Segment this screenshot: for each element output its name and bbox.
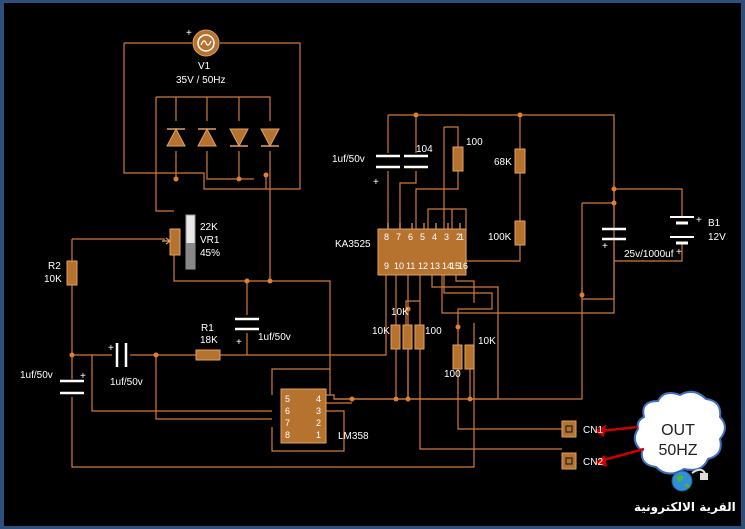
capacitor-mid [235,317,259,331]
ka3525-name-label: KA3525 [335,239,371,250]
capacitor-104 [404,154,428,169]
c-mid-plus: + [236,337,242,348]
b1-plus-bottom: + [676,247,682,258]
lm358-pin-1: 1 [316,430,322,440]
resistor-10k-b [402,324,413,350]
b1-plus-top: + [696,215,702,226]
connector-cn2 [561,452,577,470]
ka3525-pin-13: 13 [430,261,441,271]
wires [71,42,683,468]
r-10k-a-label: 10K [391,307,409,318]
lm358-pin-6: 6 [285,406,291,416]
junction-dots [69,112,617,402]
resistor-10k-c [464,344,475,370]
r1-name-label: R1 [201,323,214,334]
r1-value-label: 18K [200,335,218,346]
v1-plus-sign: + [186,28,192,39]
plug-icon [691,468,708,480]
lm358-pin-7: 7 [285,418,291,428]
c-big-label: 25v/1000uf [624,249,674,260]
ka3525-pin-4: 4 [432,232,438,242]
ka3525-pin-3: 3 [444,232,450,242]
vr1-resistance-label: 22K [200,222,218,233]
diode-icon [166,127,280,148]
callout-line1: OUT [661,422,695,439]
cn2-label: CN2 [583,457,604,468]
c-series-plus: + [108,343,114,354]
resistor-r1 [195,349,221,361]
ka3525-pin-11: 11 [406,261,416,271]
schematic-canvas: + V1 35V / 50Hz 22K VR1 45% R2 10K R1 18… [4,3,741,526]
c-104-label: 104 [416,144,433,155]
vr1-percent-label: 45% [200,248,221,259]
potentiometer-vr1 [162,214,196,270]
c-top-label: 1uf/50v [332,154,365,165]
resistor-r2 [66,260,78,286]
ka3525-pin-16: 16 [458,261,469,271]
battery-icon [670,216,694,245]
connector-cn1 [561,420,577,438]
ka3525-pin-1: 1 [459,232,465,242]
r-100-a-label: 100 [425,326,442,337]
ka3525-pin-8: 8 [384,232,390,242]
r-10k-b-label: 10K [372,326,390,337]
ic-ka3525 [377,223,467,276]
lm358-pin-2: 2 [316,418,322,428]
vr1-name-label: VR1 [200,235,220,246]
ka3525-pin-14: 14 [442,261,453,271]
lm358-pin-3: 3 [316,406,322,416]
capacitor-series [115,343,128,367]
watermark-text: القرية الالكترونية [634,500,736,514]
r-100-top-label: 100 [466,137,483,148]
c-left-plus: + [80,371,86,382]
r2-name-label: R2 [48,261,61,272]
schematic-svg [60,29,726,492]
lm358-pin-5: 5 [285,394,291,404]
ka3525-pin-2: 2 [456,232,462,242]
lm358-pin-4: 4 [316,394,322,404]
resistor-100k [514,220,526,246]
ka3525-pin-15: 15 [450,261,461,271]
c-big-plus: + [602,241,608,252]
b1-value-label: 12V [708,232,726,243]
ka3525-pin-7: 7 [396,232,402,242]
c-mid-label: 1uf/50v [258,332,291,343]
r-100k-label: 100K [488,232,512,243]
v1-value-label: 35V / 50Hz [176,75,226,86]
ac-source-icon [192,29,220,57]
resistor-10k-a [390,324,401,350]
capacitor-big [602,227,626,241]
c-left-label: 1uf/50v [20,370,53,381]
resistor-100-b [452,344,463,370]
capacitor-left [60,379,84,395]
ka3525-pin-10: 10 [394,261,405,271]
c-series-label: 1uf/50v [110,377,143,388]
arrow-icon [594,425,645,467]
globe-icon [671,470,693,492]
ka3525-pin-12: 12 [418,261,429,271]
r-68k-label: 68K [494,157,512,168]
c-top-plus: + [373,177,379,188]
ka3525-pin-6: 6 [408,232,414,242]
resistor-68k [514,148,526,174]
resistor-100-top [452,146,464,172]
ka3525-pin-5: 5 [420,232,426,242]
resistor-100-a [414,324,425,350]
r2-value-label: 10K [44,274,62,285]
b1-name-label: B1 [708,218,721,229]
callout-text: OUT 50HZ [640,421,716,461]
ka3525-pin-9: 9 [384,261,390,271]
callout-line2: 50HZ [658,442,698,459]
r-100-b-label: 100 [444,369,461,380]
v1-name-label: V1 [198,61,211,72]
r-10k-c-label: 10K [478,336,496,347]
lm358-pin-8: 8 [285,430,291,440]
lm358-name-label: LM358 [338,431,369,442]
cn1-label: CN1 [583,425,604,436]
ic-lm358 [280,388,327,444]
capacitor-top [376,154,400,169]
